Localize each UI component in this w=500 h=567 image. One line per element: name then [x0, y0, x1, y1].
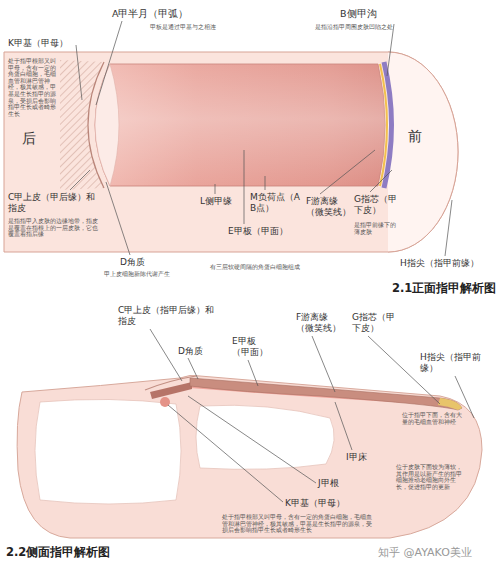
part-name: B侧甲沟 [340, 8, 377, 19]
part-note: 位于皮肤下面较为薄软，其作用是以新产生的指甲细胞推动老细胞向外生长，促进指甲的更… [396, 464, 462, 490]
figure-caption: 2.2侧面指甲解析图 [6, 546, 110, 560]
part-name: I甲床 [346, 452, 367, 463]
part-name: L侧甲缘 [200, 196, 232, 207]
part-name: F游离缘（微笑线） [296, 312, 342, 334]
part-name: E甲板（甲面） [232, 336, 272, 358]
part-name: C甲上皮（指甲后缘）和指皮 [118, 305, 218, 327]
front-leader-lines [70, 21, 452, 256]
direction-label: 前 [408, 128, 422, 145]
part-note: 甲上皮细胞新陈代谢产生 [104, 271, 170, 278]
part-note: 处于指甲根部又叫甲母，含有一定的角蛋白细胞，毛细血管和淋巴管神经，极其敏感，甲基… [222, 514, 372, 534]
part-note: 是指甲前缘下的薄皮肤 [354, 222, 400, 235]
part-note: 位于指甲下面，含有大量的毛细血管和神经 [402, 412, 466, 425]
part-note: 是指沿指甲周围皮肤凹陷之处 [315, 24, 393, 31]
part-note: 甲板是通过甲基与之相连 [150, 24, 216, 31]
part-note: 有三层软硬间隔的角蛋白细胞组成 [210, 264, 300, 271]
part-name: K甲基（甲母） [8, 38, 68, 49]
part-name: A甲半月（甲弧） [112, 8, 189, 19]
part-name: H指尖（指甲前缘） [400, 258, 479, 269]
part-name: H指尖（指甲前缘） [420, 352, 496, 374]
part-note: 处于指甲根部又叫甲母，含有一定的角蛋白细胞，毛细血管和淋巴管神经，极其敏感，甲基… [8, 58, 56, 117]
part-note: 是指指甲入皮肤的边缘地带，指皮是覆盖在指根上的一层皮肤，它也覆盖着指后缘 [8, 218, 98, 238]
part-name: E甲板（甲面） [228, 226, 300, 237]
part-name: D角质 [178, 346, 203, 357]
part-name: K甲基（甲母） [285, 498, 345, 509]
side-finger [17, 375, 482, 538]
part-name: M负荷点（AB点） [250, 192, 302, 214]
part-name: F游离缘（微笑线） [306, 196, 352, 218]
direction-label: 后 [22, 130, 36, 147]
part-name: J甲根 [318, 478, 339, 489]
figure-caption: 2.1正面指甲解析图 [392, 282, 496, 296]
part-name: C甲上皮（甲后缘）和指皮 [8, 192, 100, 214]
part-name: D角质 [120, 257, 145, 268]
watermark: 知乎 @AYAKO美业 [378, 546, 472, 559]
part-name: G指芯（甲下皮） [352, 312, 398, 334]
front-finger [4, 52, 458, 252]
part-name: G指芯（甲下皮） [354, 194, 400, 216]
